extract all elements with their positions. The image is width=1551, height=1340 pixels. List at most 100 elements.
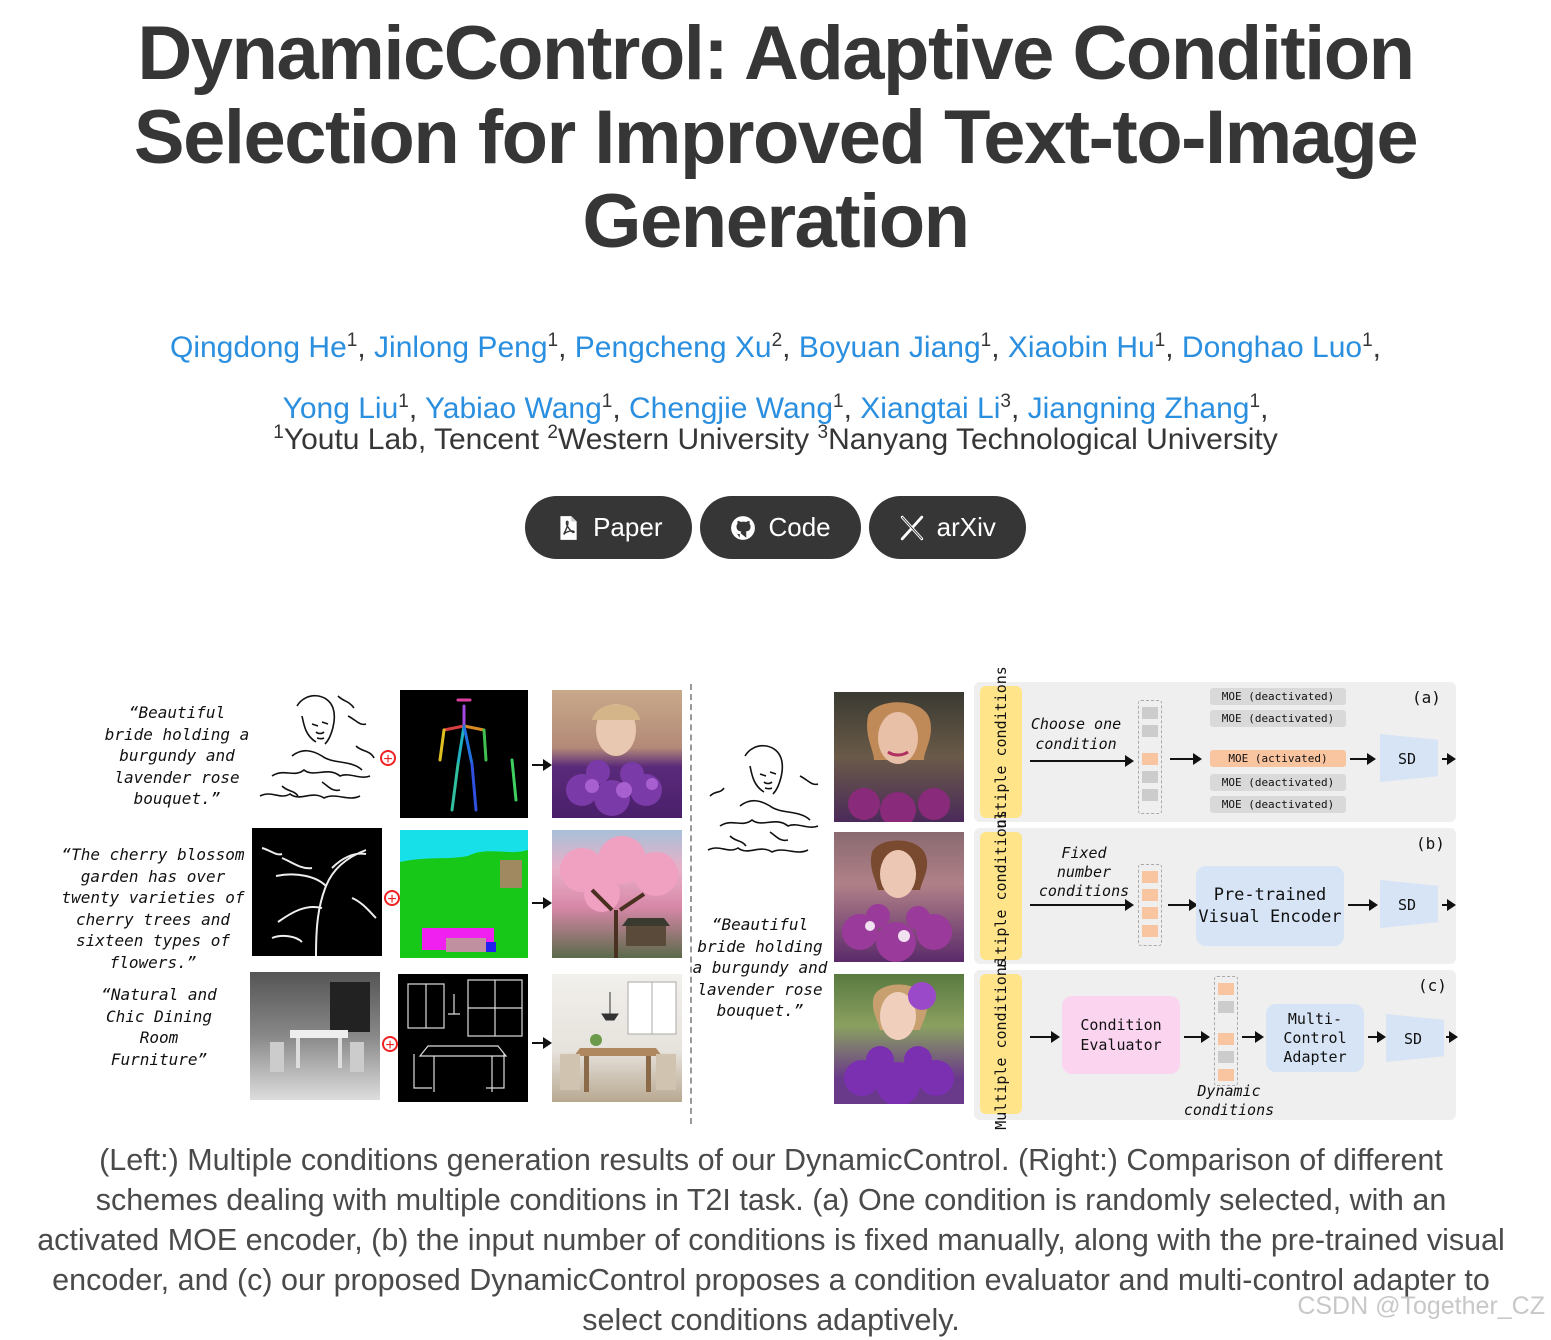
page-title: DynamicControl: Adaptive Condition Selec… bbox=[133, 11, 1419, 264]
arrow-icon bbox=[1170, 753, 1202, 765]
author-affil-sup: 1 bbox=[980, 330, 992, 351]
affil-sup: 3 bbox=[817, 422, 829, 443]
multiple-conditions-text: Multiple conditions bbox=[992, 810, 1010, 982]
prompt-cherry: “The cherry blossom garden has over twen… bbox=[61, 845, 245, 972]
affiliation: Youtu Lab, Tencent bbox=[283, 423, 548, 456]
affil-sup: 1 bbox=[273, 422, 284, 443]
plus-icon: + bbox=[384, 890, 400, 908]
figure-caption: (Left:) Multiple conditions generation r… bbox=[37, 1143, 1505, 1337]
author-separator: , bbox=[1260, 392, 1269, 425]
author-separator: , bbox=[991, 331, 1008, 364]
author-separator: , bbox=[1010, 392, 1028, 425]
arrow-icon bbox=[1348, 899, 1378, 911]
author-affil-sup: 1 bbox=[1154, 330, 1166, 351]
scheme-b-panel: Multiple conditions Fixed number conditi… bbox=[974, 810, 1456, 982]
author-separator: , bbox=[408, 392, 425, 425]
condition-evaluator-box: Condition Evaluator bbox=[1062, 996, 1180, 1074]
author-affil-sup: 1 bbox=[833, 391, 844, 412]
multiple-conditions-label: Multiple conditions bbox=[980, 958, 1022, 1130]
choose-one-text: Choose one condition bbox=[1030, 715, 1122, 753]
pdf-icon bbox=[560, 515, 577, 540]
plus-icon: + bbox=[380, 750, 396, 768]
author-link[interactable]: Chengjie Wang bbox=[629, 392, 834, 425]
sd-label: SD bbox=[1404, 1030, 1423, 1048]
panel-tag: (a) bbox=[1412, 688, 1441, 707]
encoder-label: Pre-trained Visual Encoder bbox=[1198, 885, 1342, 927]
code-button[interactable]: Code bbox=[700, 496, 861, 559]
prompt-dining: “Natural and Chic Dining Room Furniture” bbox=[101, 985, 217, 1069]
arxiv-button-label: arXiv bbox=[936, 512, 996, 542]
author-affil-sup: 1 bbox=[1249, 391, 1261, 412]
author-affil-sup: 1 bbox=[601, 391, 613, 412]
edge-dining-image bbox=[398, 974, 528, 1102]
segmentation-image bbox=[400, 830, 528, 958]
arrow-icon bbox=[1168, 899, 1198, 911]
sd-label: SD bbox=[1398, 896, 1417, 914]
author-separator: , bbox=[1372, 331, 1382, 364]
scheme-a-panel: Multiple conditions Choose one condition… bbox=[974, 666, 1456, 838]
result-a-image bbox=[834, 692, 964, 822]
author-link[interactable]: Qingdong He bbox=[169, 331, 347, 364]
panel-tag: (b) bbox=[1416, 834, 1445, 853]
arxiv-button[interactable]: arXiv bbox=[868, 496, 1026, 559]
arrow-icon bbox=[1030, 899, 1134, 911]
affiliation: Western University bbox=[557, 423, 818, 456]
paper-button[interactable]: Paper bbox=[525, 496, 693, 559]
author-link[interactable]: Yabiao Wang bbox=[424, 392, 602, 425]
author-link[interactable]: Jinlong Peng bbox=[374, 331, 548, 364]
author-link[interactable]: Jiangning Zhang bbox=[1027, 392, 1250, 425]
arrow-icon bbox=[1184, 1031, 1210, 1043]
pretrained-encoder-box: Pre-trained Visual Encoder bbox=[1196, 866, 1344, 946]
author-line-1: Qingdong He1, Jinlong Peng1, Pengcheng X… bbox=[169, 330, 1382, 364]
author-separator: , bbox=[782, 331, 799, 364]
result-dining-image bbox=[552, 974, 682, 1102]
author-link[interactable]: Donghao Luo bbox=[1181, 331, 1363, 364]
sd-block bbox=[1386, 1014, 1444, 1062]
moe-block: MOE (deactivated) bbox=[1210, 796, 1346, 813]
author-affil-sup: 2 bbox=[771, 330, 783, 351]
author-separator: , bbox=[357, 331, 375, 364]
arrow-icon bbox=[1446, 1031, 1458, 1043]
sd-block bbox=[1380, 734, 1438, 782]
author-link[interactable]: Boyuan Jiang bbox=[798, 331, 981, 364]
moe-active-block: MOE (activated) bbox=[1210, 750, 1346, 767]
condition-stack bbox=[1214, 976, 1238, 1086]
pose-image bbox=[400, 690, 528, 818]
result-b-image bbox=[834, 832, 964, 962]
author-affil-sup: 3 bbox=[1000, 391, 1011, 412]
paper-button-label: Paper bbox=[593, 512, 663, 542]
author-link[interactable]: Xiangtai Li bbox=[860, 392, 1001, 425]
depth-dining-image bbox=[250, 972, 380, 1100]
author-list: Qingdong He1, Jinlong Peng1, Pengcheng X… bbox=[40, 314, 1511, 436]
multiple-conditions-label: Multiple conditions bbox=[980, 810, 1022, 982]
arrow-icon bbox=[1368, 1031, 1386, 1043]
author-affil-sup: 1 bbox=[1362, 330, 1373, 351]
evaluator-label: Condition Evaluator bbox=[1080, 1016, 1162, 1054]
arrow-icon bbox=[1442, 899, 1456, 911]
author-affil-sup: 1 bbox=[547, 330, 559, 351]
teaser-figure: “Beautiful bride holding a burgundy and … bbox=[40, 666, 1470, 1130]
author-link[interactable]: Xiaobin Hu bbox=[1007, 331, 1155, 364]
author-separator: , bbox=[558, 331, 575, 364]
watermark: CSDN @Together_CZ bbox=[1297, 1292, 1545, 1320]
author-separator: , bbox=[612, 392, 630, 425]
code-button-label: Code bbox=[768, 512, 831, 542]
panel-tag: (c) bbox=[1418, 976, 1447, 995]
arrow-icon bbox=[532, 897, 552, 909]
arrow-icon bbox=[1030, 1031, 1060, 1043]
affiliation: Nanyang Technological University bbox=[828, 423, 1278, 456]
author-affil-sup: 1 bbox=[398, 391, 409, 412]
author-link[interactable]: Yong Liu bbox=[282, 392, 399, 425]
arrow-icon bbox=[1350, 753, 1376, 765]
condition-stack bbox=[1138, 864, 1162, 946]
moe-block: MOE (deactivated) bbox=[1210, 688, 1346, 705]
author-link[interactable]: Pengcheng Xu bbox=[574, 331, 772, 364]
github-icon bbox=[731, 515, 756, 540]
edge-cherry-image bbox=[252, 828, 382, 956]
adapter-label: Multi- Control Adapter bbox=[1283, 1009, 1347, 1066]
result-c-image bbox=[834, 974, 964, 1104]
moe-block: MOE (deactivated) bbox=[1210, 710, 1346, 727]
sd-block bbox=[1380, 880, 1438, 928]
plus-icon: + bbox=[382, 1036, 398, 1054]
multiple-conditions-text: Multiple conditions bbox=[992, 958, 1010, 1130]
